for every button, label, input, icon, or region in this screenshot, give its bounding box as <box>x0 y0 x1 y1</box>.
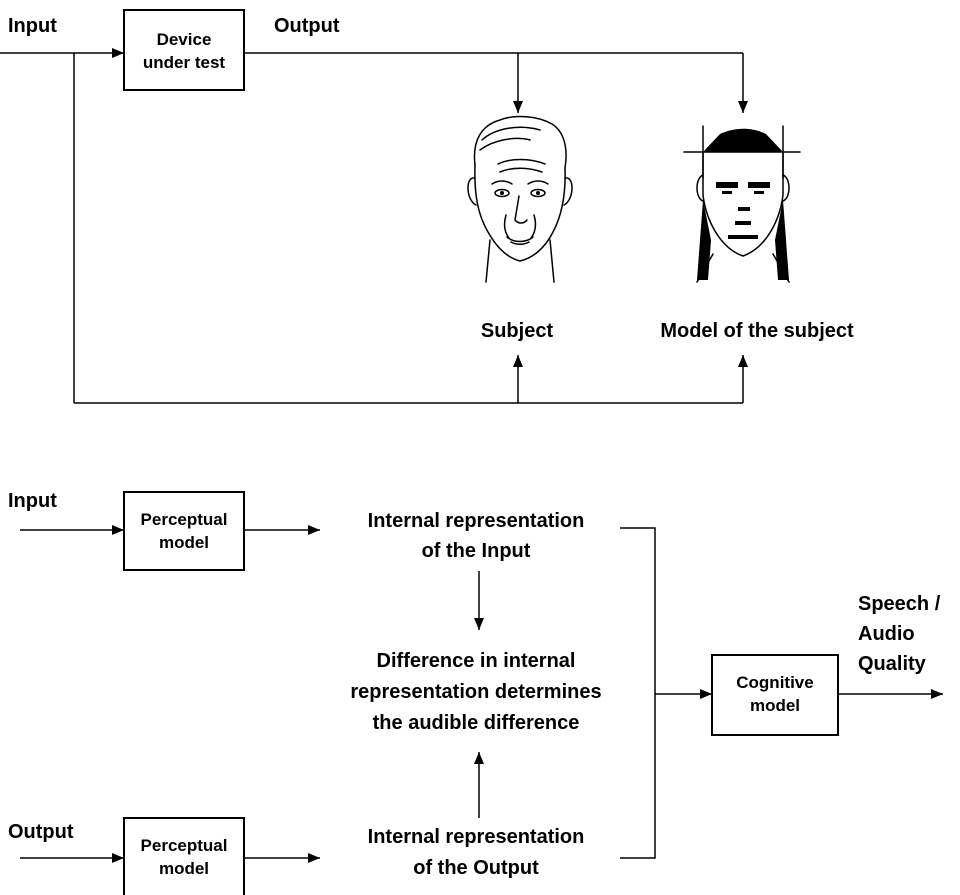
device-box-line2: under test <box>143 53 226 72</box>
difference-line1: Difference in internal <box>377 650 576 672</box>
difference-line2: representation determines <box>350 681 601 703</box>
subject-label: Subject <box>481 320 554 342</box>
perceptual-top-line2: model <box>159 533 209 552</box>
cognitive-model-box: Cognitive model <box>711 654 839 736</box>
bottom-input-label: Input <box>8 490 57 512</box>
quality-line1: Speech / <box>858 593 941 615</box>
internal-input-line2: of the Input <box>422 540 531 562</box>
internal-output-line2: of the Output <box>413 857 539 879</box>
internal-input-line1: Internal representation <box>368 510 585 532</box>
quality-line3: Quality <box>858 653 927 675</box>
perceptual-model-box-bottom: Perceptual model <box>123 817 245 895</box>
human-face-icon <box>467 115 573 283</box>
perceptual-top-line1: Perceptual <box>141 510 228 529</box>
bottom-output-label: Output <box>8 821 74 843</box>
perceptual-bottom-line1: Perceptual <box>141 836 228 855</box>
model-subject-label: Model of the subject <box>660 320 854 342</box>
device-under-test-box: Device under test <box>123 9 245 91</box>
model-face-icon <box>683 125 801 283</box>
difference-line3: the audible difference <box>373 712 580 734</box>
cognitive-line1: Cognitive <box>736 673 813 692</box>
top-bracket-line <box>620 527 656 859</box>
top-section: Input Device under test Output <box>0 9 854 404</box>
internal-output-line1: Internal representation <box>368 826 585 848</box>
cognitive-line2: model <box>750 696 800 715</box>
perceptual-bottom-line2: model <box>159 859 209 878</box>
top-input-label: Input <box>8 15 57 37</box>
device-box-line1: Device <box>157 30 212 49</box>
quality-line2: Audio <box>858 623 915 645</box>
top-output-label: Output <box>274 15 340 37</box>
bottom-section: Input Perceptual model Internal represen… <box>8 490 943 895</box>
perceptual-model-box-top: Perceptual model <box>123 491 245 571</box>
